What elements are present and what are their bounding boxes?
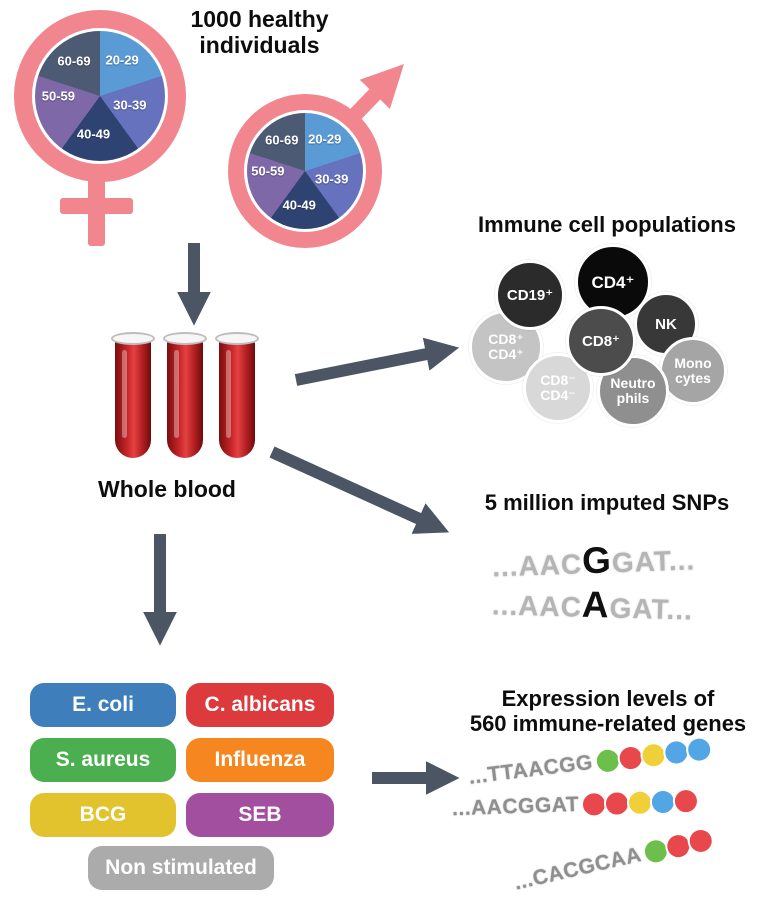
- blood-tube-shine: [122, 350, 127, 438]
- blood-tube-shine: [174, 350, 179, 438]
- cell-cd19: CD19⁺: [495, 260, 565, 330]
- gene-bead: [684, 735, 714, 765]
- female-age-pie-chart: 20-29 30-39 40-49 50-59 60-69: [35, 31, 165, 161]
- snp-seq-post: GAT...: [609, 592, 694, 626]
- cell-cd8: CD8⁺: [566, 306, 636, 376]
- pie-label-20-29: 20-29: [308, 131, 342, 147]
- stimulus-label: SEB: [238, 803, 282, 826]
- blood-tube-body: [115, 338, 151, 458]
- pie-label-60-69: 60-69: [265, 132, 299, 148]
- blood-tube-body: [167, 338, 203, 458]
- snp-seq-pre: ...AAC: [491, 548, 583, 583]
- whole-blood-label: Whole blood: [98, 476, 236, 502]
- blood-tube-rim: [215, 332, 259, 345]
- stimulus-label: BCG: [79, 803, 127, 826]
- female-symbol: 20-29 30-39 40-49 50-59 60-69: [14, 10, 186, 182]
- immune-populations-heading: Immune cell populations: [478, 212, 736, 237]
- stimulus-s-aureus: S. aureus: [30, 738, 176, 782]
- stimulus-non-stimulated: Non stimulated: [88, 846, 274, 890]
- expression-heading: Expression levels of 560 immune-related …: [450, 686, 766, 736]
- expression-heading-line1: Expression levels of: [501, 686, 715, 711]
- snp-sequence-1: ...AACGGAT...: [491, 538, 696, 583]
- blood-tube: [111, 332, 155, 460]
- expression-heading-line2: 560 immune-related genes: [469, 711, 747, 736]
- cell-label: Neutro phils: [610, 375, 656, 406]
- pie-label-50-59: 50-59: [251, 163, 285, 179]
- arrow-blood-to-cells: [294, 337, 460, 386]
- blood-tube: [163, 332, 207, 460]
- pie-label-50-59: 50-59: [41, 88, 76, 104]
- cell-label: CD8⁺: [582, 332, 620, 350]
- stimulus-c-albicans: C. albicans: [186, 683, 334, 727]
- cell-label: CD8⁻ CD4⁻: [540, 372, 576, 403]
- cell-label: CD19⁺: [506, 286, 554, 304]
- male-symbol: 20-29 30-39 40-49 50-59 60-69: [228, 94, 382, 248]
- pie-label-60-69: 60-69: [57, 53, 91, 69]
- arrow-blood-to-snps: [269, 446, 450, 534]
- stimulus-label: E. coli: [72, 693, 134, 716]
- blood-tube-shine: [226, 350, 231, 438]
- stimulus-label: Influenza: [214, 748, 306, 771]
- gene-beads: [580, 787, 700, 818]
- pie-label-30-39: 30-39: [113, 97, 147, 113]
- snp-allele-highlight: G: [581, 539, 613, 582]
- snp-allele-highlight: A: [581, 583, 611, 626]
- stimulus-bcg: BCG: [30, 793, 176, 837]
- snps-heading: 5 million imputed SNPs: [484, 490, 730, 515]
- blood-tube-rim: [163, 332, 207, 345]
- page-title: 1000 healthy individuals: [190, 6, 329, 58]
- cell-label: CD4⁺: [591, 272, 635, 292]
- cell-monocytes: Mono cytes: [659, 337, 727, 405]
- gene-seq-text: ...AACGGAT: [451, 792, 580, 821]
- snp-sequence-2: ...AACAGAT...: [491, 583, 694, 626]
- pie-label-40-49: 40-49: [282, 197, 316, 213]
- snp-seq-pre: ...AAC: [491, 589, 583, 623]
- pie-label-30-39: 30-39: [315, 171, 349, 187]
- blood-tube-body: [219, 338, 255, 458]
- female-cross-horizontal: [60, 198, 133, 214]
- stimulus-e-coli: E. coli: [30, 683, 176, 727]
- stimulus-label: S. aureus: [55, 748, 151, 771]
- snp-seq-post: GAT...: [611, 544, 696, 579]
- stimulus-influenza: Influenza: [186, 738, 334, 782]
- stimulus-seb: SEB: [186, 793, 334, 837]
- blood-tube: [215, 332, 259, 460]
- gene-bead: [672, 787, 700, 815]
- cell-label: CD8⁺ CD4⁺: [488, 331, 524, 362]
- pie-label-20-29: 20-29: [105, 52, 139, 68]
- stimulus-label: Non stimulated: [105, 856, 257, 879]
- stimulus-label: C. albicans: [204, 693, 316, 716]
- male-age-pie-chart: 20-29 30-39 40-49 50-59 60-69: [247, 113, 363, 229]
- cell-label: Mono cytes: [674, 355, 712, 386]
- cell-neutrophils: Neutro phils: [597, 355, 669, 427]
- blood-tube-rim: [111, 332, 155, 345]
- pie-label-40-49: 40-49: [76, 126, 111, 142]
- cell-label: NK: [655, 315, 677, 333]
